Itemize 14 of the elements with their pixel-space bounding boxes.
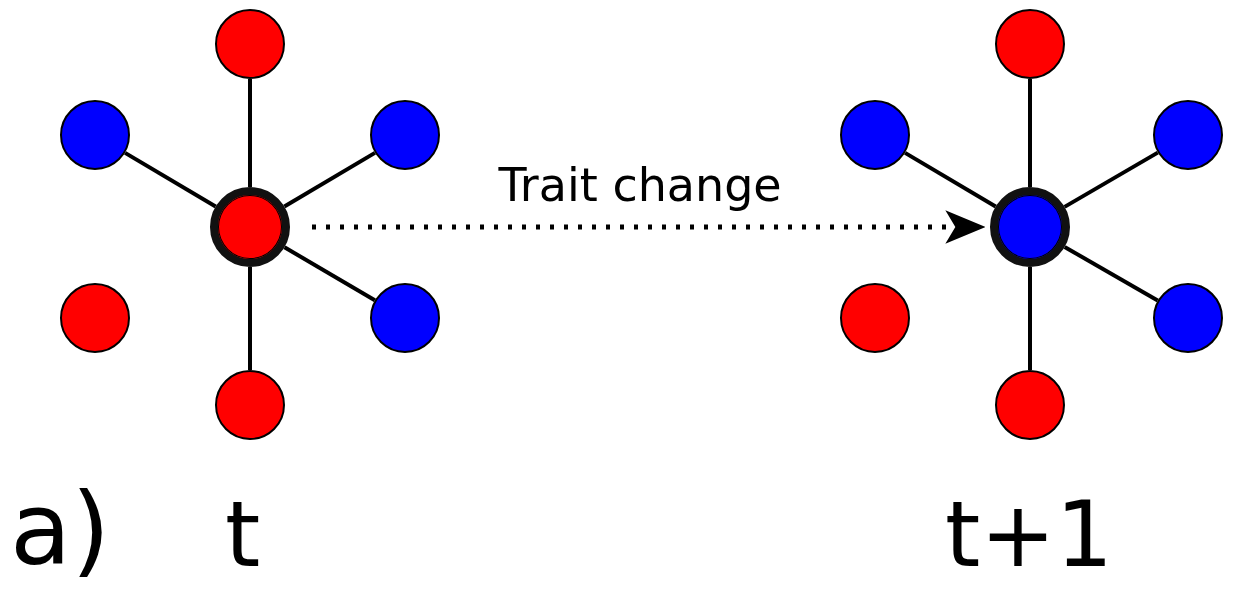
- connector-line: [248, 267, 252, 370]
- time-label: t: [225, 490, 261, 580]
- panel-label: a): [10, 480, 111, 580]
- connector-line: [283, 245, 376, 302]
- time-label: t+1: [945, 490, 1113, 580]
- connector-line: [904, 151, 997, 209]
- connector-line: [283, 151, 376, 209]
- connector-line: [1028, 79, 1032, 187]
- connector-line: [1063, 245, 1159, 303]
- connector-line: [1028, 267, 1032, 370]
- connector-line: [248, 79, 252, 187]
- connector-line: [1063, 150, 1159, 209]
- dotted-arrow: [312, 210, 986, 244]
- connector-line: [124, 151, 217, 209]
